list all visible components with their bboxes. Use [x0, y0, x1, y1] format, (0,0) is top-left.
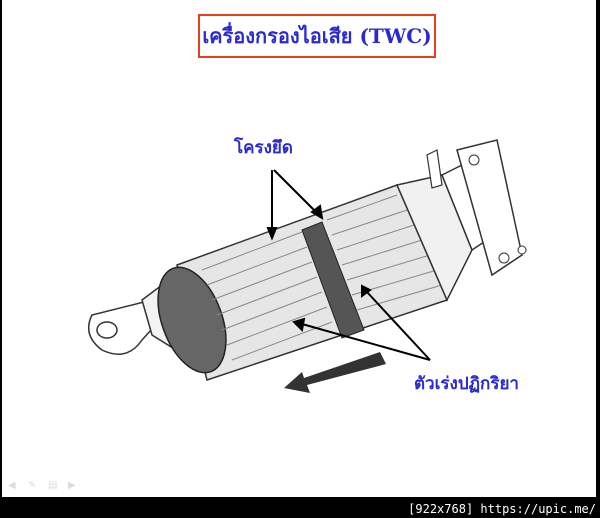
label-frame: โครงยึด: [234, 138, 293, 158]
slide-nav-controls: ◀ ✎ ▤ ▶: [8, 481, 80, 491]
watermark: [922x768] https://upic.me/: [408, 502, 596, 516]
catalytic-converter-diagram: [87, 139, 527, 393]
menu-icon[interactable]: ▤: [48, 480, 58, 491]
slide: เครื่องกรองไอเสีย (TWC): [2, 0, 596, 497]
label-catalyst: ตัวเร่งปฏิกริยา: [414, 374, 519, 394]
pen-icon[interactable]: ✎: [28, 480, 37, 491]
next-icon[interactable]: ▶: [68, 480, 76, 491]
prev-icon[interactable]: ◀: [8, 480, 16, 491]
slide-title: เครื่องกรองไอเสีย (TWC): [202, 24, 432, 48]
title-box: เครื่องกรองไอเสีย (TWC): [198, 14, 436, 58]
